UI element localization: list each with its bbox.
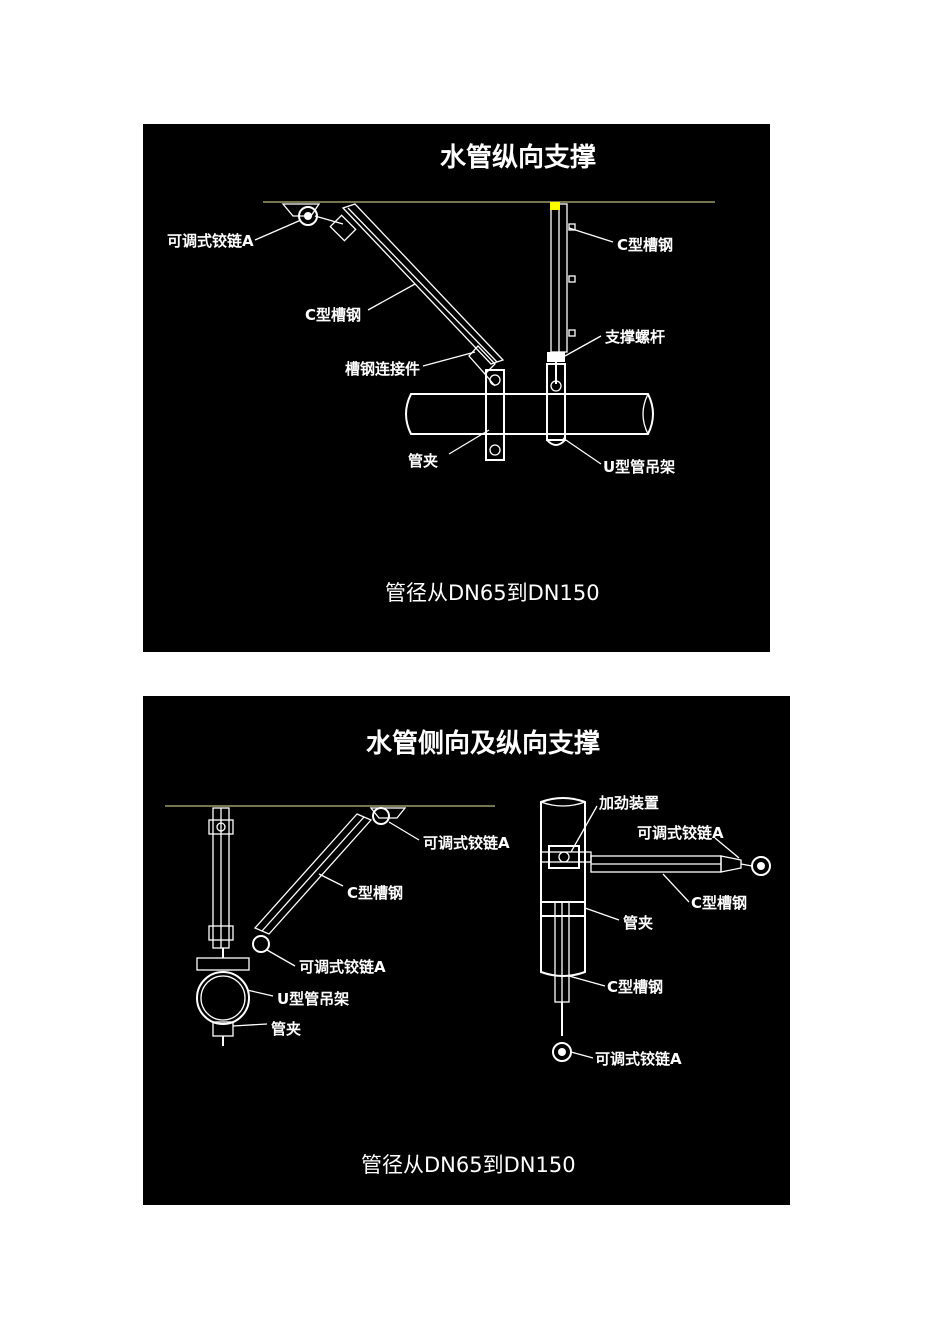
diagram-longitudinal-svg: 水管纵向支撑 <box>167 142 715 605</box>
leader-u-hanger <box>562 437 602 465</box>
leader-hinge <box>254 219 302 241</box>
diagram1-subtitle: 管径从DN65到DN150 <box>385 581 600 605</box>
diagram2-title: 水管侧向及纵向支撑 <box>366 728 600 759</box>
diagram1-title: 水管纵向支撑 <box>440 142 596 173</box>
label-c-channel-diagonal: C型槽钢 <box>305 306 361 324</box>
leader-clamp-left <box>232 1023 268 1027</box>
label-channel-connector: 槽钢连接件 <box>345 360 420 378</box>
leader-c-channel <box>367 283 416 311</box>
diagonal-c-channel <box>329 203 505 365</box>
diagram-lateral-svg: 水管侧向及纵向支撑 <box>165 728 771 1177</box>
diagram-lateral-longitudinal-support: 水管侧向及纵向支撑 <box>143 696 790 1205</box>
label-pipe-clamp-left: 管夹 <box>271 1020 301 1038</box>
right-lower-vertical-channel <box>540 901 586 1062</box>
vertical-c-channel <box>547 202 576 384</box>
label-hinge-a-right: 可调式铰链A <box>637 824 724 842</box>
leader-hinge-right <box>714 837 740 859</box>
vertical-pipe <box>540 797 592 977</box>
pipe-clamp <box>485 369 505 461</box>
water-pipe <box>405 393 654 435</box>
diagram2-subtitle: 管径从DN65到DN150 <box>361 1153 576 1177</box>
label-c-channel-vertical: C型槽钢 <box>617 236 673 254</box>
label-hinge-a-bottom: 可调式铰链A <box>595 1050 682 1068</box>
leader-vert-channel <box>568 227 614 243</box>
leader-rod <box>564 335 602 357</box>
diagram-longitudinal-support: 水管纵向支撑 <box>143 124 770 652</box>
leader-u-hanger <box>246 989 274 997</box>
left-vertical-channel <box>208 807 234 949</box>
leader-connector <box>422 351 476 367</box>
label-u-hanger-left: U型管吊架 <box>277 990 349 1008</box>
u-hanger <box>546 363 566 446</box>
leader-c-channel-right <box>662 873 690 903</box>
label-c-channel-left: C型槽钢 <box>347 884 403 902</box>
leader-hinge-top <box>388 821 420 841</box>
label-c-channel-right: C型槽钢 <box>691 894 747 912</box>
label-reinforcement: 加劲装置 <box>598 794 659 812</box>
label-pipe-clamp-right: 管夹 <box>623 914 653 932</box>
label-u-hanger: U型管吊架 <box>603 458 675 476</box>
leader-c-channel-left <box>318 873 344 887</box>
leader-reinforcement <box>570 805 598 853</box>
label-c-channel-lower: C型槽钢 <box>607 978 663 996</box>
left-diagonal-channel <box>252 807 407 953</box>
leader-hinge-mid <box>266 949 296 967</box>
label-support-rod: 支撑螺杆 <box>604 328 665 346</box>
leader-clamp <box>448 429 490 455</box>
right-horizontal-channel <box>590 855 771 876</box>
label-hinge-a-mid: 可调式铰链A <box>299 958 386 976</box>
leader-c-channel-lower <box>568 975 606 987</box>
label-hinge-a: 可调式铰链A <box>167 232 254 250</box>
label-hinge-a-top: 可调式铰链A <box>423 834 510 852</box>
leader-hinge-bottom <box>570 1051 594 1059</box>
leader-clamp-right <box>584 907 620 921</box>
pipe-cross-section <box>196 948 250 1046</box>
label-pipe-clamp: 管夹 <box>408 452 438 470</box>
hinge-a-assembly <box>281 203 344 226</box>
